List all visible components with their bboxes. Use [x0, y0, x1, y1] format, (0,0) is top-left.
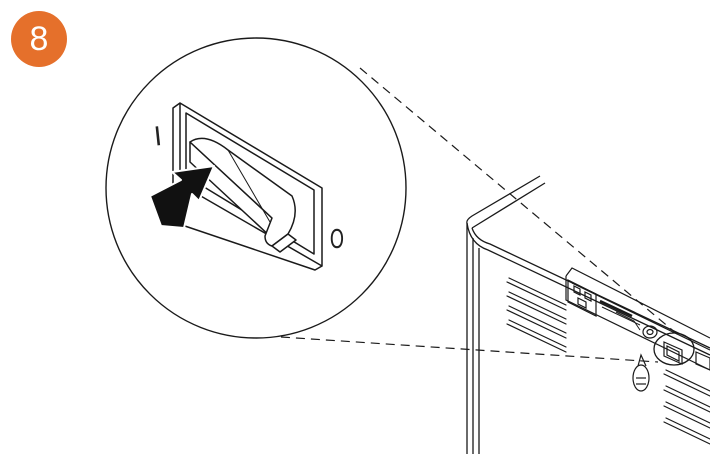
- switch-off-mark: O: [330, 225, 344, 255]
- callout-leader-lines: [265, 67, 678, 363]
- key-lock: [632, 353, 650, 392]
- switch-on-mark: I: [153, 122, 164, 153]
- step-number-badge: 8: [11, 11, 67, 67]
- switch-highlight-ring: [653, 332, 695, 366]
- appliance-cabinet: [466, 175, 710, 454]
- arrow-press-icon: [149, 165, 215, 229]
- control-panel: [565, 267, 710, 371]
- vent-slots-right: [663, 369, 710, 445]
- step-number: 8: [29, 20, 49, 58]
- rocker-switch-icon: [172, 102, 323, 271]
- vent-slots-left: [506, 277, 567, 353]
